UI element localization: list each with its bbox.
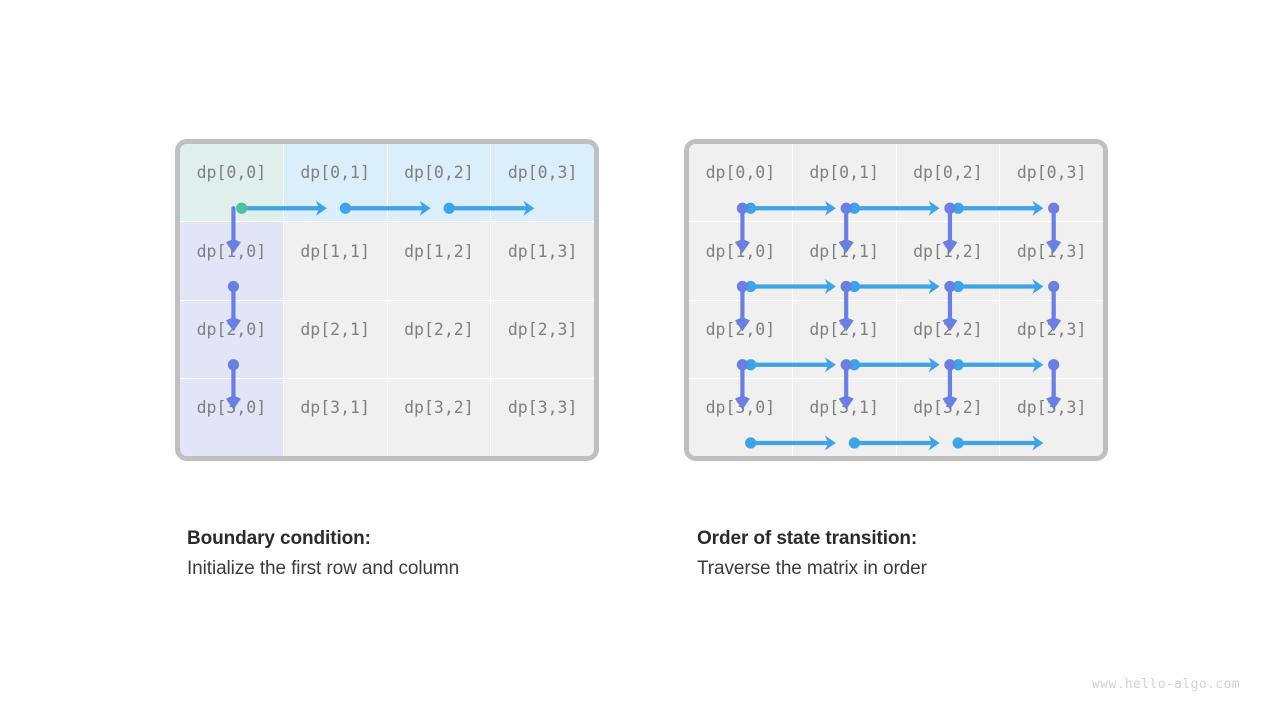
dp-cell-3-3: dp[3,3] bbox=[1000, 378, 1103, 456]
dp-cell-0-0: dp[0,0] bbox=[180, 144, 283, 222]
dp-cell-label: dp[1,2] bbox=[913, 241, 983, 261]
dp-table-grid-boundary: dp[0,0] dp[0,1] dp[0,2] dp[0,3] dp[1,0] dp[1,… bbox=[180, 144, 594, 456]
panel-state-transition: dp[0,0] dp[0,1] dp[0,2] dp[0,3] dp[1,0] dp[1,… bbox=[684, 139, 1108, 461]
dp-table-frame-transition: dp[0,0] dp[0,1] dp[0,2] dp[0,3] dp[1,0] dp[1,… bbox=[684, 139, 1108, 461]
dp-cell-label: dp[2,3] bbox=[1016, 319, 1087, 339]
dp-cell-label: dp[3,2] bbox=[404, 398, 474, 418]
dp-cell-label: dp[1,0] bbox=[196, 241, 267, 261]
dp-cell-2-3: dp[2,3] bbox=[491, 300, 594, 378]
dp-cell-label: dp[3,1] bbox=[300, 398, 370, 418]
dp-cell-label: dp[2,0] bbox=[705, 319, 776, 339]
caption-state-transition: Order of state transition: Traverse the … bbox=[697, 528, 1157, 580]
dp-cell-label: dp[3,3] bbox=[507, 398, 578, 418]
dp-cell-1-0: dp[1,0] bbox=[689, 222, 792, 300]
dp-cell-label: dp[1,1] bbox=[300, 241, 370, 261]
dp-cell-label: dp[0,2] bbox=[404, 163, 474, 183]
panel-boundary-condition: dp[0,0] dp[0,1] dp[0,2] dp[0,3] dp[1,0] dp[1,… bbox=[175, 139, 599, 461]
dp-cell-label: dp[2,2] bbox=[404, 319, 474, 339]
dp-cell-2-1: dp[2,1] bbox=[283, 300, 387, 378]
dp-cell-label: dp[3,1] bbox=[809, 398, 879, 418]
dp-cell-label: dp[1,3] bbox=[1016, 241, 1087, 261]
watermark: www.hello-algo.com bbox=[1091, 677, 1240, 692]
caption-body-boundary: Initialize the first row and column bbox=[187, 558, 460, 579]
dp-cell-1-1: dp[1,1] bbox=[283, 222, 387, 300]
dp-cell-0-1: dp[0,1] bbox=[283, 144, 387, 222]
dp-cell-1-3: dp[1,3] bbox=[1000, 222, 1103, 300]
dp-cell-label: dp[2,1] bbox=[300, 319, 370, 339]
dp-cell-0-2: dp[0,2] bbox=[896, 144, 1000, 222]
dp-cell-0-1: dp[0,1] bbox=[792, 144, 896, 222]
dp-cell-label: dp[1,0] bbox=[705, 241, 776, 261]
dp-cell-label: dp[0,3] bbox=[1016, 163, 1087, 183]
dp-cell-label: dp[1,2] bbox=[404, 241, 474, 261]
dp-cell-1-0: dp[1,0] bbox=[180, 222, 283, 300]
dp-cell-3-0: dp[3,0] bbox=[689, 378, 792, 456]
dp-cell-label: dp[0,1] bbox=[809, 163, 879, 183]
dp-cell-2-1: dp[2,1] bbox=[792, 300, 896, 378]
dp-cell-0-3: dp[0,3] bbox=[491, 144, 594, 222]
caption-title-boundary: Boundary condition: bbox=[187, 528, 371, 549]
dp-cell-3-0: dp[3,0] bbox=[180, 378, 283, 456]
dp-cell-3-2: dp[3,2] bbox=[387, 378, 491, 456]
dp-cell-label: dp[0,0] bbox=[196, 163, 267, 183]
dp-table-grid-transition: dp[0,0] dp[0,1] dp[0,2] dp[0,3] dp[1,0] dp[1,… bbox=[689, 144, 1103, 456]
dp-cell-1-2: dp[1,2] bbox=[387, 222, 491, 300]
caption-body-transition: Traverse the matrix in order bbox=[697, 558, 927, 579]
dp-cell-3-2: dp[3,2] bbox=[896, 378, 1000, 456]
dp-cell-3-3: dp[3,3] bbox=[491, 378, 594, 456]
dp-cell-0-2: dp[0,2] bbox=[387, 144, 491, 222]
dp-cell-label: dp[1,1] bbox=[809, 241, 879, 261]
dp-cell-3-1: dp[3,1] bbox=[283, 378, 387, 456]
dp-cell-label: dp[2,3] bbox=[507, 319, 578, 339]
dp-cell-label: dp[1,3] bbox=[507, 241, 578, 261]
dp-cell-label: dp[3,3] bbox=[1016, 398, 1087, 418]
dp-cell-1-1: dp[1,1] bbox=[792, 222, 896, 300]
dp-cell-0-0: dp[0,0] bbox=[689, 144, 792, 222]
dp-table-frame-boundary: dp[0,0] dp[0,1] dp[0,2] dp[0,3] dp[1,0] dp[1,… bbox=[175, 139, 599, 461]
dp-cell-label: dp[2,1] bbox=[809, 319, 879, 339]
dp-cell-1-2: dp[1,2] bbox=[896, 222, 1000, 300]
dp-cell-label: dp[0,3] bbox=[507, 163, 578, 183]
dp-cell-label: dp[3,0] bbox=[196, 398, 267, 418]
dp-cell-label: dp[3,0] bbox=[705, 398, 776, 418]
caption-title-transition: Order of state transition: bbox=[697, 528, 918, 549]
dp-cell-1-3: dp[1,3] bbox=[491, 222, 594, 300]
dp-cell-0-3: dp[0,3] bbox=[1000, 144, 1103, 222]
dp-cell-label: dp[0,1] bbox=[300, 163, 370, 183]
dp-cell-label: dp[2,0] bbox=[196, 319, 267, 339]
dp-cell-2-2: dp[2,2] bbox=[387, 300, 491, 378]
dp-cell-2-0: dp[2,0] bbox=[180, 300, 283, 378]
dp-cell-label: dp[2,2] bbox=[913, 319, 983, 339]
dp-cell-label: dp[0,0] bbox=[705, 163, 776, 183]
dp-cell-2-3: dp[2,3] bbox=[1000, 300, 1103, 378]
dp-cell-2-0: dp[2,0] bbox=[689, 300, 792, 378]
dp-cell-2-2: dp[2,2] bbox=[896, 300, 1000, 378]
dp-cell-label: dp[3,2] bbox=[913, 398, 983, 418]
dp-cell-3-1: dp[3,1] bbox=[792, 378, 896, 456]
caption-boundary-condition: Boundary condition: Initialize the first… bbox=[187, 528, 647, 580]
dp-cell-label: dp[0,2] bbox=[913, 163, 983, 183]
